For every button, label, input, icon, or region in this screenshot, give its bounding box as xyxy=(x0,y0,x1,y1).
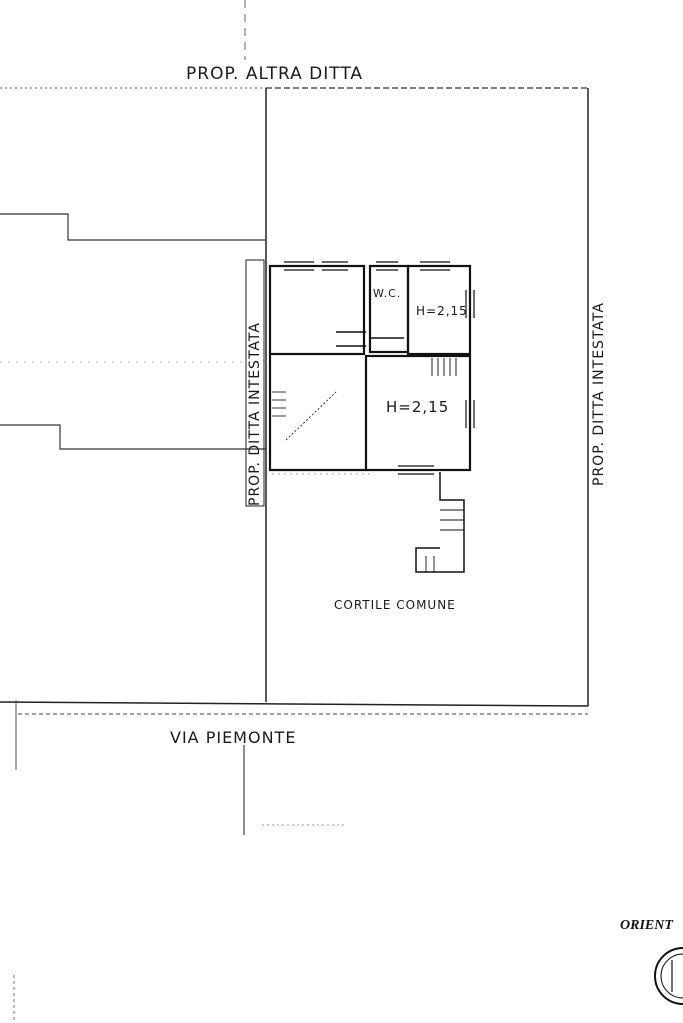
orientation-label: ORIENT xyxy=(620,918,674,933)
interior-stair xyxy=(272,391,337,441)
wc-label: W.C. xyxy=(373,287,401,300)
exterior-stair xyxy=(415,472,465,573)
room-main xyxy=(364,354,472,472)
room-wc xyxy=(368,264,410,354)
top-neighbor-label: PROP. ALTRA DITTA xyxy=(186,64,363,84)
left-building-outline-top xyxy=(0,213,266,241)
left-label-box xyxy=(245,259,265,507)
door-marks xyxy=(336,331,404,347)
lot-bottom-wall xyxy=(0,701,589,707)
left-neighbor-label: PROP. DITTA INTESTATA xyxy=(247,322,263,506)
compass-icon xyxy=(654,947,683,1005)
left-building-outline-bottom xyxy=(0,424,266,450)
small-room-stairs xyxy=(431,358,457,376)
room-small xyxy=(406,264,472,356)
courtyard-label: CORTILE COMUNE xyxy=(334,598,456,612)
dwelling xyxy=(268,264,472,472)
stair-well xyxy=(268,354,366,472)
window-marks xyxy=(284,261,475,475)
room-top-left xyxy=(268,264,366,356)
street-label: VIA PIEMONTE xyxy=(170,728,296,747)
height-main-room-label: H=2,15 xyxy=(386,398,449,416)
right-neighbor-label: PROP. DITTA INTESTATA xyxy=(591,302,607,486)
height-small-room-label: H=2,15 xyxy=(416,304,468,318)
